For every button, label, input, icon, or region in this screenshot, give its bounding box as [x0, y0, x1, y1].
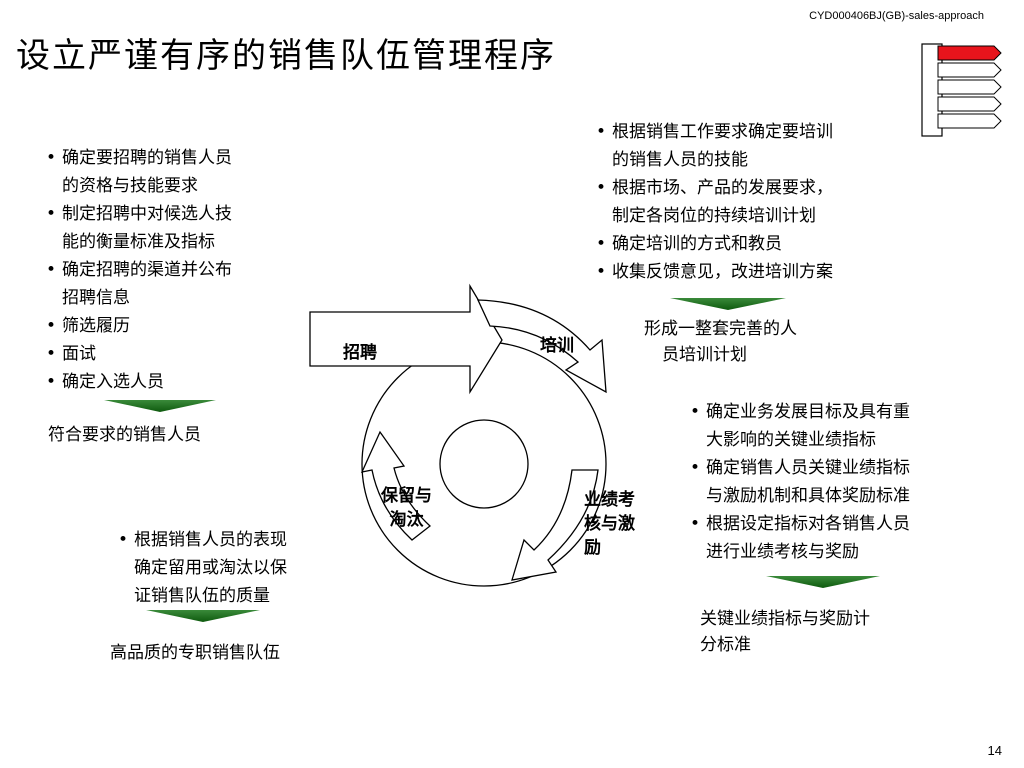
page-title: 设立严谨有序的销售队伍管理程序: [16, 36, 556, 76]
retain-arrow: [360, 430, 432, 541]
stage-label-recruit: 招聘: [343, 343, 377, 362]
stage-label-evaluate: 业绩考 核与激 励: [584, 490, 635, 557]
train-arrow: [476, 299, 607, 394]
list-item: 面试: [44, 340, 314, 368]
evaluate-arrow: [511, 469, 599, 581]
evaluate-outcome: 关键业绩指标与奖励计 分标准: [700, 609, 870, 655]
list-item: 根据市场、产品的发展要求，制定各岗位的持续培训计划: [594, 174, 924, 230]
list-item: 收集反馈意见，改进培训方案: [594, 258, 924, 286]
list-item: 确定培训的方式和教员: [594, 230, 924, 258]
recruit-outcome: 符合要求的销售人员: [48, 425, 201, 445]
list-item: 确定入选人员: [44, 368, 314, 396]
document-code: CYD000406BJ(GB)-sales-approach: [809, 10, 984, 22]
page-number: 14: [987, 743, 1002, 758]
list-item: 筛选履历: [44, 312, 314, 340]
retain-outcome: 高品质的专职销售队伍: [110, 643, 280, 663]
stage-label-train: 培训: [540, 336, 574, 355]
stage-label-retain: 保留与 淘汰: [381, 486, 432, 529]
tab-stack-icon: [921, 43, 1002, 137]
cycle-inner-hub: [439, 419, 529, 509]
train-outcome: 形成一整套完善的人 员培训计划: [644, 319, 797, 365]
recruit-arrow: [309, 283, 503, 395]
